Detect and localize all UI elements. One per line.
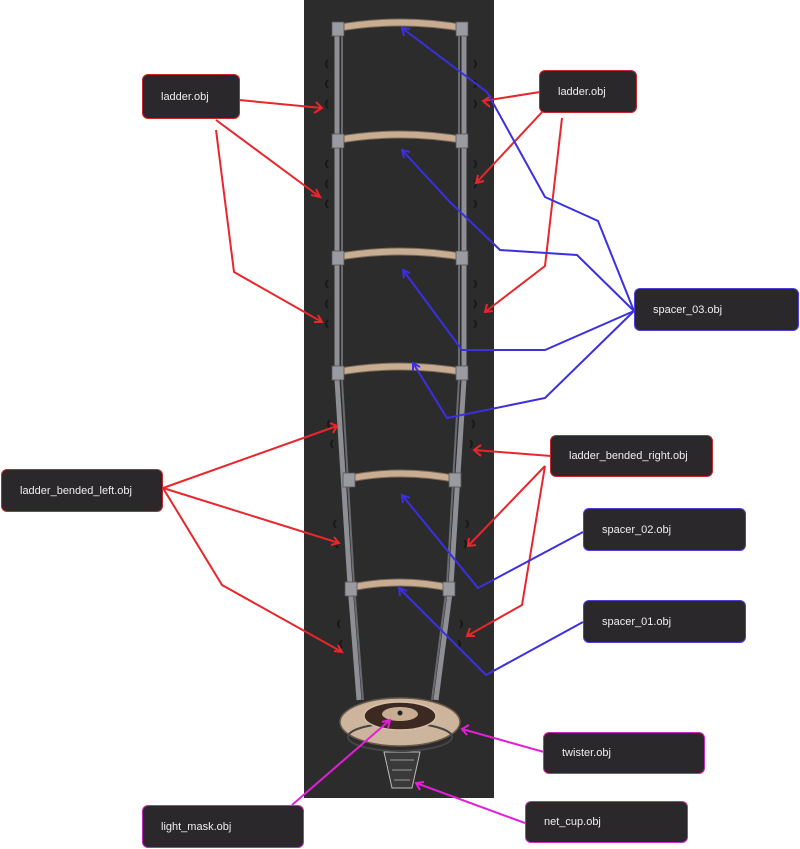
label-ladder-bended-left: ladder_bended_left.obj [1,469,163,512]
label-ladder-bended-right: ladder_bended_right.obj [550,435,713,477]
spacer-3 [333,247,467,262]
label-net-cup: net_cup.obj [525,801,688,843]
label-spacer-02: spacer_02.obj [583,508,746,551]
arrows-ladder [215,91,563,323]
spacer-5 [344,469,459,484]
spacer-clamps [331,21,469,597]
label-light-mask: light_mask.obj [142,805,304,848]
base-assembly [339,697,461,789]
spacer-1 [333,18,467,33]
ladder-hooks [325,59,477,649]
right-rail-inner [431,28,460,701]
label-spacer-03: spacer_03.obj [634,288,799,331]
spacers [333,18,467,593]
arrows-spacer [397,26,635,677]
spacer-4 [333,362,467,377]
label-spacer-01: spacer_01.obj [583,600,746,643]
arrows-bended [162,422,552,654]
arrows-base [291,718,545,824]
label-twister: twister.obj [543,732,705,774]
label-ladder-right: ladder.obj [539,70,637,113]
label-ladder-left: ladder.obj [142,74,240,119]
spacer-2 [333,130,467,145]
